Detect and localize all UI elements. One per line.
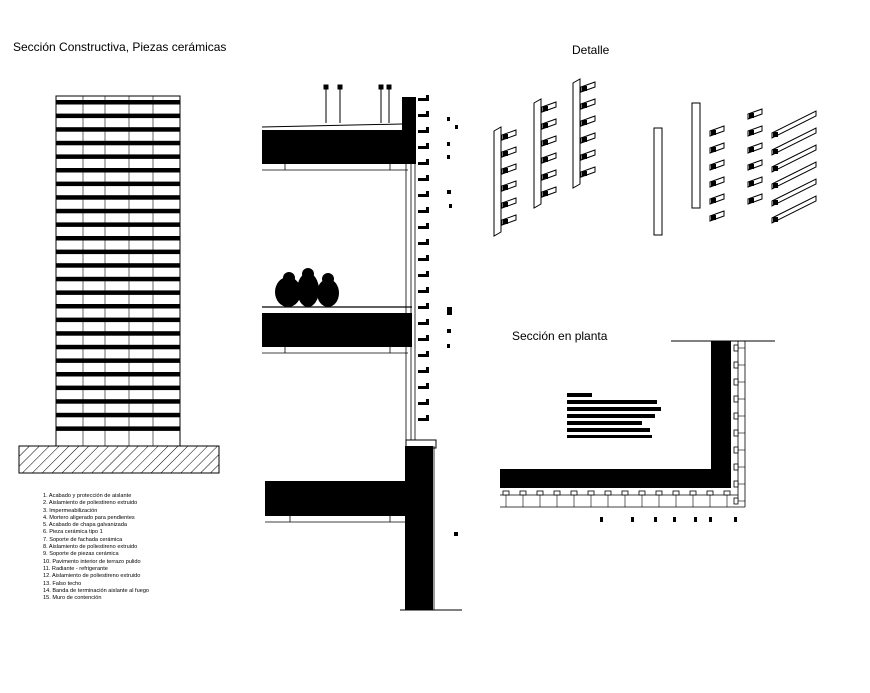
detail-drawing	[493, 78, 701, 237]
floor-slab	[262, 313, 412, 347]
legend-item: 2. Aislamiento de poliestireno extruido	[43, 500, 138, 507]
plan-section	[500, 340, 775, 522]
roof-antennas	[323, 84, 392, 123]
plan-ceramic-pieces	[502, 344, 745, 507]
legend-item: 6. Pieza cerámica tipo 1	[43, 529, 103, 536]
legend-item: 14. Banda de terminación aislante al fue…	[43, 587, 150, 594]
people-silhouettes	[275, 268, 339, 307]
plan-notes-block	[567, 393, 661, 438]
legend-item: 9. Soporte de piezas cerámica	[43, 551, 119, 558]
plan-callout-markers	[600, 517, 737, 522]
section-title: Sección Constructiva, Piezas cerámicas	[13, 40, 227, 54]
building-elevation	[18, 95, 220, 474]
legend-item: 4. Mortero aligerado para pendientes	[43, 514, 135, 521]
plan-section-title: Sección en planta	[512, 329, 608, 343]
legend-item: 13. Falso techo	[43, 580, 82, 587]
constructive-section	[261, 84, 462, 611]
legend-item: 10. Pavimento interior de terrazo pulido	[43, 558, 141, 565]
ceramic-pieces	[418, 95, 429, 421]
callout-markers	[447, 117, 458, 536]
roof-slab	[262, 130, 408, 164]
ceramic-clips	[501, 81, 817, 226]
plan-wall	[711, 341, 731, 488]
ground-hatch	[18, 445, 220, 474]
legend-item: 1. Acabado y protección de aislante	[43, 493, 132, 499]
retaining-wall	[405, 446, 433, 610]
legend-list: 1. Acabado y protección de aislante 2. A…	[43, 493, 149, 602]
legend-item: 12. Aislamiento de poliestireno extruido	[43, 573, 141, 580]
building-floor-bands	[56, 100, 180, 431]
basement-slab	[265, 481, 410, 516]
legend-item: 8. Aislamiento de poliestireno extruido	[43, 544, 138, 551]
detail-title: Detalle	[572, 43, 610, 57]
support-rail	[572, 78, 581, 189]
legend-item: 7. Soporte de fachada cerámica	[43, 536, 123, 543]
support-rail	[691, 102, 701, 209]
support-rail	[533, 98, 542, 209]
legend-item: 5. Acabado de chapa galvanizada	[43, 522, 127, 529]
legend-item: 15. Muro de contención	[43, 595, 102, 602]
legend-item: 3. Impermeabilización	[43, 507, 98, 514]
support-rail	[493, 126, 502, 237]
support-rail	[653, 127, 663, 236]
legend-item: 11. Radiante - refrigerante	[43, 565, 108, 572]
